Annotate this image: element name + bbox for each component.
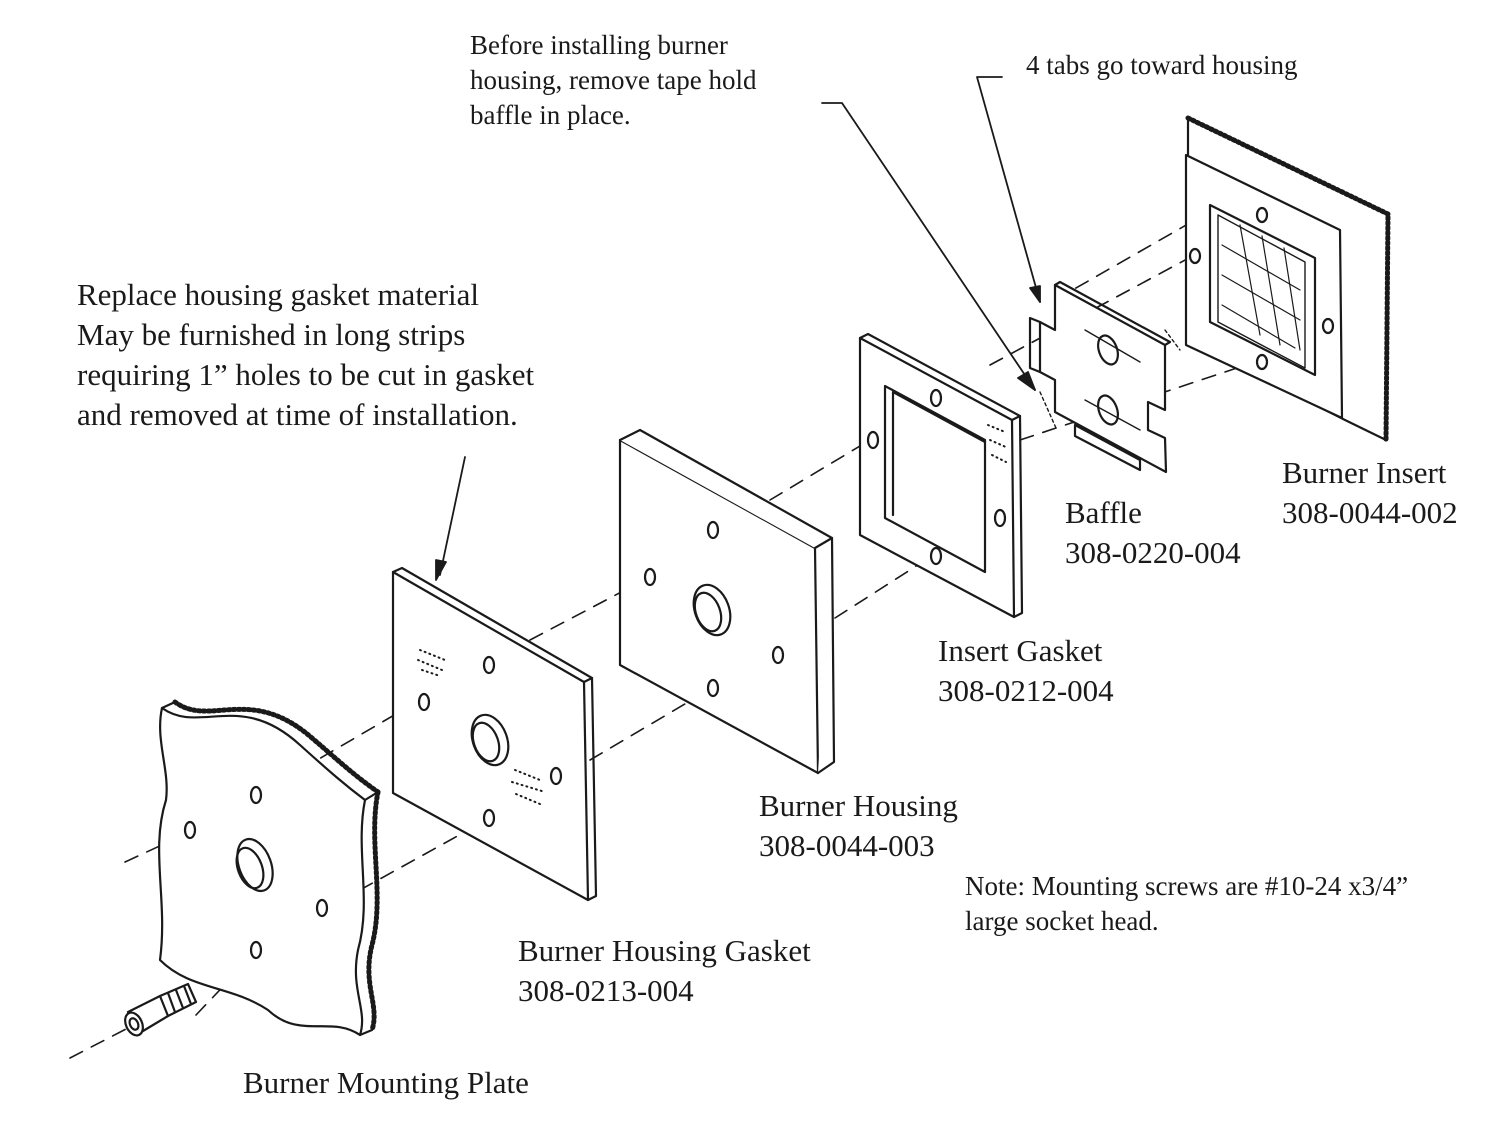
burner-insert-drawing: [1184, 115, 1391, 443]
label-burner-housing: Burner Housing: [759, 788, 958, 823]
burner-housing-drawing: [618, 428, 836, 775]
note-gasket-material: Replace housing gasket material May be f…: [77, 277, 535, 432]
label-burner-insert: Burner Insert: [1282, 455, 1447, 490]
insert-gasket-drawing: [858, 332, 1024, 619]
note-tabs: 4 tabs go toward housing: [1026, 50, 1298, 80]
baffle-drawing: [1028, 280, 1181, 474]
part-number-insert-gasket: 308-0212-004: [938, 673, 1114, 708]
burner-housing-gasket-drawing: [391, 566, 598, 902]
part-number-burner-insert: 308-0044-002: [1282, 495, 1458, 530]
label-burner-mounting-plate: Burner Mounting Plate: [243, 1065, 529, 1100]
note-baffle-tape: Before installing burner housing, remove…: [470, 30, 757, 130]
part-number-burner-housing: 308-0044-003: [759, 828, 935, 863]
label-burner-housing-gasket: Burner Housing Gasket: [518, 933, 811, 968]
part-number-burner-housing-gasket: 308-0213-004: [518, 973, 694, 1008]
part-number-baffle: 308-0220-004: [1065, 535, 1241, 570]
leader-lines: [435, 76, 1041, 581]
label-insert-gasket: Insert Gasket: [938, 633, 1103, 668]
note-mounting-screws: Note: Mounting screws are #10-24 x3/4” l…: [965, 871, 1409, 936]
burner-mounting-plate-drawing: [158, 699, 381, 1037]
label-baffle: Baffle: [1065, 495, 1142, 530]
socket-head-screw-drawing: [124, 982, 198, 1037]
